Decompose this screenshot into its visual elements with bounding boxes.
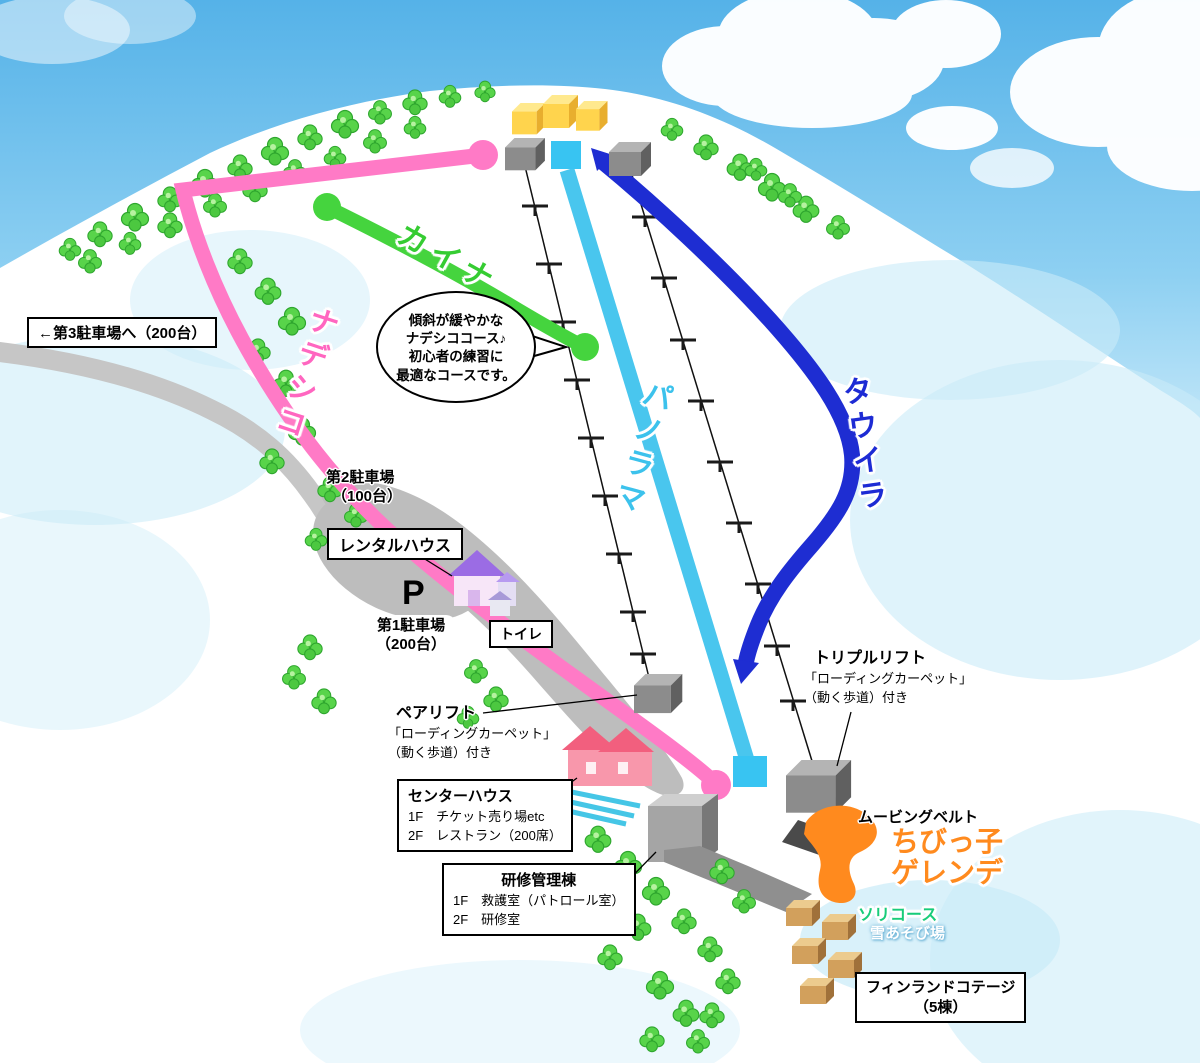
bubble-line-4: 最適なコースです。: [396, 367, 516, 383]
moving-belt-label: ムービングベルト: [858, 809, 979, 826]
training-line-2: 2F 研修室: [453, 911, 521, 927]
parking2-line-2: （100台）: [332, 487, 403, 505]
tauira-top-arrow: [591, 148, 613, 171]
center-house-line-1: 1F チケット売り場etc: [408, 808, 545, 824]
tauira-bottom-arrow: [733, 659, 759, 684]
training-building-label: 研修管理棟 1F 救護室（パトロール室） 2F 研修室: [442, 863, 636, 937]
parking1-label: 第1駐車場 （200台）: [366, 615, 457, 657]
panorama-bottom-gate: [733, 756, 767, 787]
cottage-line-1: フィンランドコテージ: [866, 979, 1016, 996]
pair-lift-line-2: （動く歩道）付き: [388, 744, 493, 760]
center-house-label: センターハウス 1F チケット売り場etc 2F レストラン（200席）: [397, 779, 573, 853]
clouds: [0, 0, 1200, 191]
triple-lift-cable: [627, 161, 817, 775]
speech-bubble-text: 傾斜が緩やかな ナデシココース♪ 初心者の練習に 最適なコースです。: [380, 312, 532, 385]
course-panorama: [559, 167, 755, 763]
course-tauira: [591, 148, 861, 684]
toilet-building: [488, 591, 512, 616]
pair-lift-bottom-station: [634, 674, 683, 714]
finland-cottage-label: フィンランドコテージ （5棟）: [855, 972, 1027, 1023]
training-building: [648, 794, 812, 912]
kids-slope-label: ちびっ子 ゲレンデ: [891, 826, 1003, 889]
triple-lift-top-station: [609, 142, 651, 176]
parking-p-symbol: P: [402, 574, 425, 612]
cottage-line-2: （5棟）: [914, 998, 968, 1016]
toilet-label: トイレ: [489, 620, 553, 648]
kids-line-1: ちびっ子: [891, 826, 1004, 857]
sled-course-label: ソリコース: [858, 907, 938, 924]
speech-bubble: [376, 291, 570, 403]
pair-lift-cable: [520, 157, 658, 687]
parking2-label: 第2駐車場 （100台）: [326, 469, 402, 507]
course-kaina: [313, 193, 599, 361]
training-line-1: 1F 救護室（パトロール室）: [453, 892, 625, 908]
parking2-line-1: 第2駐車場: [326, 469, 395, 486]
training-title: 研修管理棟: [501, 872, 577, 889]
bubble-line-3: 初心者の練習に: [408, 349, 504, 365]
triple-lift-bottom-station: [786, 760, 852, 813]
bubble-line-1: 傾斜が緩やかな: [408, 313, 504, 328]
parking3-label: ←第3駐車場へ（200台）: [27, 317, 218, 348]
center-house-building: [545, 726, 654, 827]
pair-lift-line-1: 「ローディングカーペット」: [388, 726, 557, 742]
pair-lift-top-station: [505, 138, 545, 171]
parking1-line-2: （200台）: [376, 635, 447, 653]
center-house-line-2: 2F レストラン（200席）: [408, 827, 562, 843]
triple-lift-label: トリプルリフト 「ローディングカーペット」 （動く歩道）付き: [804, 648, 972, 707]
triple-lift-line-2: （動く歩道）付き: [804, 689, 909, 705]
kids-slope-area: [804, 805, 877, 904]
triple-lift-line-1: 「ローディングカーペット」: [804, 671, 973, 687]
center-house-title: センターハウス: [408, 788, 513, 805]
rental-house-label: レンタルハウス: [327, 528, 464, 560]
kids-line-2: ゲレンデ: [891, 857, 1004, 889]
triple-lift-title: トリプルリフト: [814, 650, 927, 667]
panorama-top-gate: [551, 141, 581, 169]
pair-lift-label: ペアリフト 「ローディングカーペット」 （動く歩道）付き: [388, 703, 556, 762]
snow-play-label: 雪あそび場: [870, 925, 946, 942]
bubble-line-2: ナデシココース♪: [405, 331, 507, 347]
parking1-line-1: 第1駐車場: [376, 617, 446, 634]
pair-lift-title: ペアリフト: [396, 705, 477, 722]
